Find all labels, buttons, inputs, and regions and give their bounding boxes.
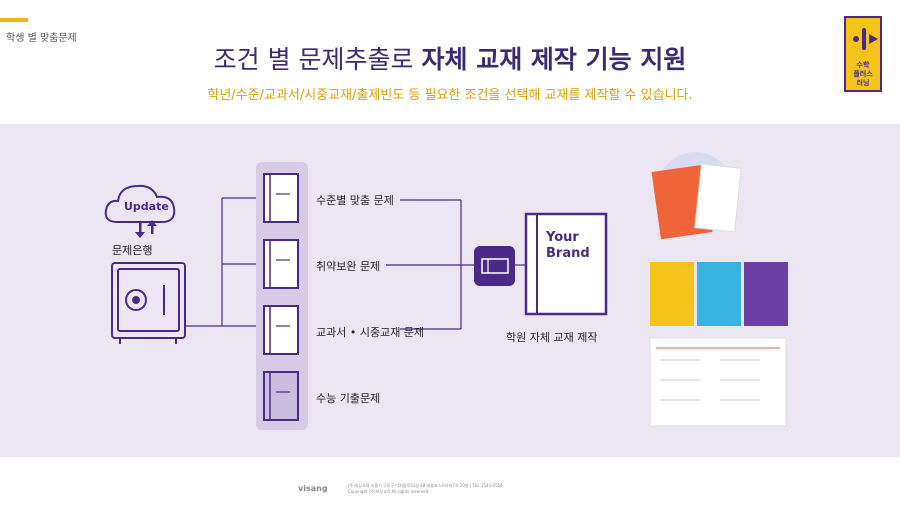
page-subtitle: 학년/수준/교과서/시중교재/출제빈도 등 필요한 조건을 선택해 교재를 제작…	[207, 88, 693, 103]
book-icon-1	[263, 173, 299, 223]
brand-book-icon	[524, 212, 608, 316]
section-label: 학생 별 맞춤문제	[6, 33, 77, 44]
cloud-label: Update	[124, 200, 169, 213]
connector-lines	[185, 197, 526, 330]
sync-arrows-icon	[135, 220, 157, 238]
footer-text: (주)비상교육 서울시 구로구 디지털로33길 48 대륭포스트타워7차 20층…	[348, 483, 648, 495]
logo-text: 수학 플러스 러닝	[846, 61, 880, 88]
footer-line-2: Copyright (주)비상교육 All rights reserved.	[348, 489, 430, 494]
logo-line-3: 러닝	[856, 79, 870, 87]
brand-book-label: Your Brand	[546, 230, 590, 261]
textbook-samples-top	[651, 152, 742, 240]
book-icon-4	[263, 371, 299, 421]
footer-logo: visang	[298, 484, 328, 493]
output-label: 학원 자체 교재 제작	[506, 331, 598, 344]
accent-bar	[0, 18, 28, 22]
item-label-4: 수능 기출문제	[316, 392, 381, 405]
cloud-icon	[104, 184, 176, 223]
textbook-samples-middle	[650, 262, 788, 326]
page-title: 조건 별 문제추출로 자체 교재 제작 기능 지원	[0, 40, 900, 76]
logo-line-1: 수학	[856, 61, 870, 69]
footer-line-1: (주)비상교육 서울시 구로구 디지털로33길 48 대륭포스트타워7차 20층…	[348, 483, 503, 488]
bank-label: 문제은행	[112, 244, 153, 257]
books-column	[256, 162, 308, 430]
book-icon-3	[263, 305, 299, 355]
brand-logo: 수학 플러스 러닝	[844, 16, 882, 92]
logo-line-2: 플러스	[853, 70, 873, 78]
ticket-icon	[474, 246, 515, 286]
item-label-1: 수준별 맞춤 문제	[316, 194, 394, 207]
title-part-2: 자체 교재 제작 기능 지원	[421, 45, 687, 74]
worksheet-sample	[649, 337, 787, 427]
title-part-1: 조건 별 문제추출로	[213, 45, 422, 74]
item-label-2: 취약보완 문제	[316, 260, 381, 273]
book-icon-2	[263, 239, 299, 289]
safe-icon	[111, 262, 186, 344]
logo-icon	[853, 28, 878, 50]
item-label-3: 교과서 • 시중교재 문제	[316, 326, 425, 339]
